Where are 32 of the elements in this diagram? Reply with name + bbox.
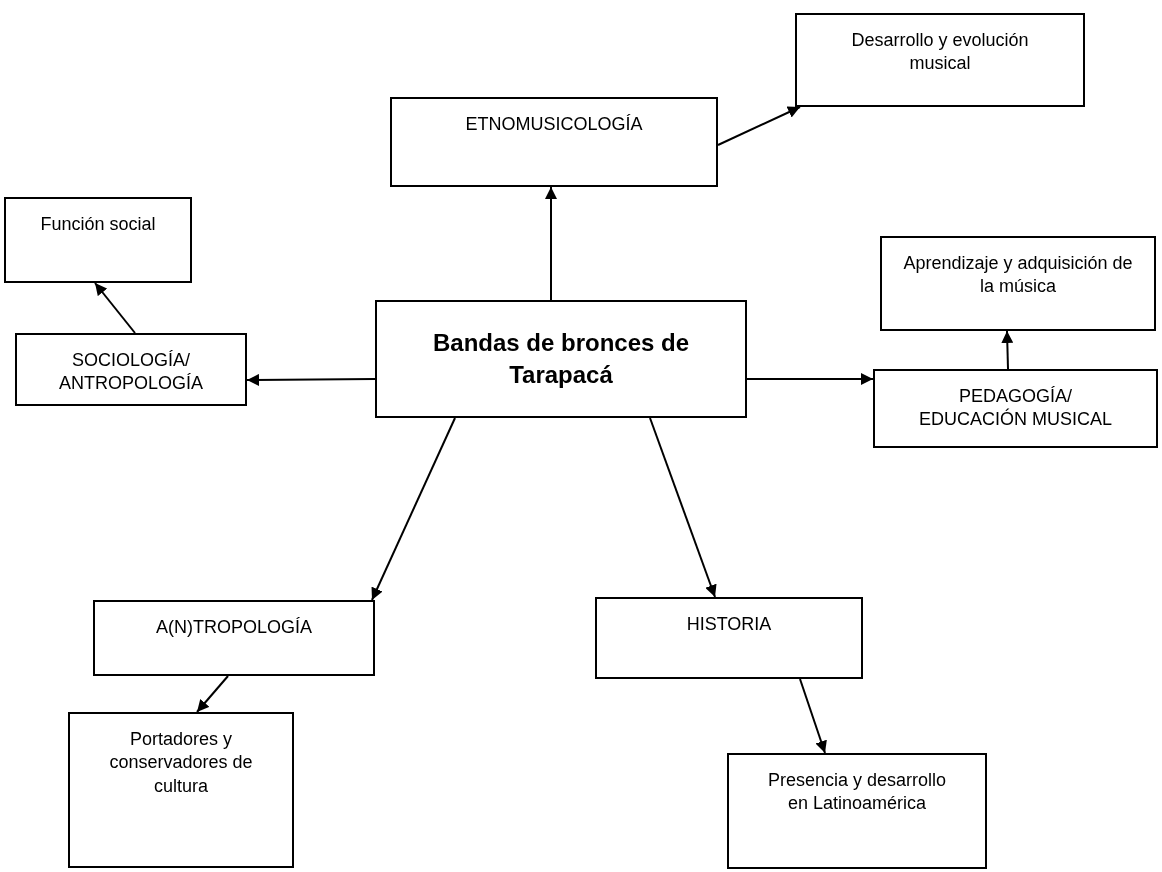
box-label: Bandas de bronces de Tarapacá	[431, 327, 691, 390]
arrow	[717, 106, 801, 146]
topic-box	[595, 597, 863, 679]
arrow	[1001, 330, 1014, 370]
arrow	[196, 675, 229, 713]
topic-box	[93, 600, 375, 676]
topic-box	[4, 197, 192, 283]
box-label: SOCIOLOGÍA/ ANTROPOLOGÍA	[58, 349, 204, 396]
topic-box	[873, 369, 1158, 448]
box-label: Función social	[40, 213, 156, 236]
topic-box	[727, 753, 987, 869]
box-label: PEDAGOGÍA/ EDUCACIÓN MUSICAL	[918, 385, 1113, 432]
topic-box	[15, 333, 247, 406]
box-label: Portadores y conservadores de cultura	[108, 728, 254, 798]
arrow	[545, 186, 557, 301]
topic-box	[795, 13, 1085, 107]
topic-box	[880, 236, 1156, 331]
arrow	[746, 373, 874, 385]
central-topic-box	[375, 300, 747, 418]
topic-box	[390, 97, 718, 187]
box-label: ETNOMUSICOLOGÍA	[465, 113, 643, 136]
box-label: HISTORIA	[686, 613, 772, 636]
box-label: Presencia y desarrollo en Latinoamérica	[766, 769, 948, 816]
box-label: Aprendizaje y adquisición de la música	[902, 252, 1134, 299]
arrow	[649, 417, 717, 598]
topic-box	[68, 712, 294, 868]
arrow	[246, 373, 376, 386]
arrow	[799, 678, 827, 754]
arrow	[94, 282, 136, 334]
box-label: A(N)TROPOLOGÍA	[156, 616, 312, 639]
box-label: Desarrollo y evolución musical	[850, 29, 1030, 76]
arrow	[371, 417, 456, 601]
